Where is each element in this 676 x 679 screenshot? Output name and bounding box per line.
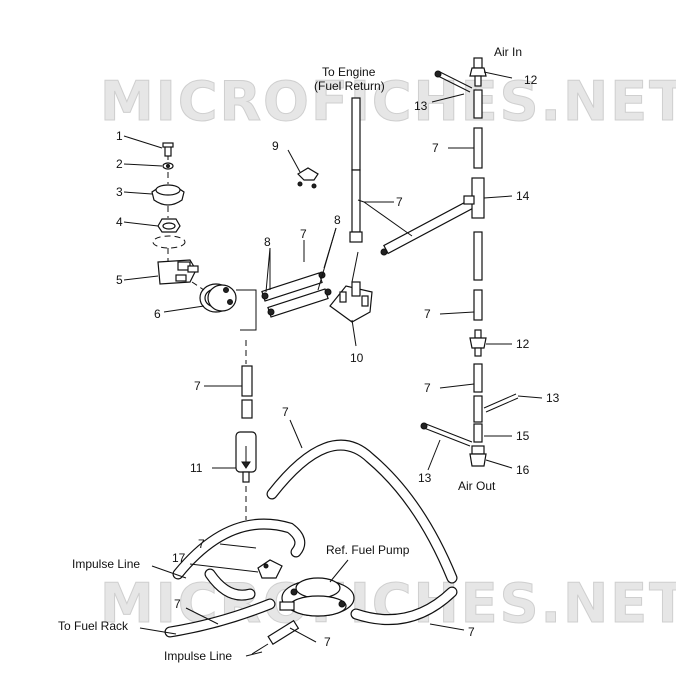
pulley-valve-part-6: [199, 283, 237, 313]
callout-13-top: 13: [414, 99, 428, 113]
label-impulse-line-upper: Impulse Line: [72, 557, 140, 571]
callout-2: 2: [116, 157, 123, 171]
callout-7-return: 7: [396, 195, 403, 209]
callout-8-right: 8: [334, 213, 341, 227]
callout-5: 5: [116, 273, 123, 287]
nut-part-4: [152, 218, 186, 249]
watermark-top: MICROFICHES.NET: [100, 70, 676, 133]
label-air-in: Air In: [494, 45, 522, 59]
callout-1: 1: [116, 129, 123, 143]
callout-8-left: 8: [264, 235, 271, 249]
callout-7-right-mid: 7: [424, 307, 431, 321]
callout-13-right: 13: [546, 391, 560, 405]
check-valve-part-17: [257, 559, 283, 579]
label-impulse-line-lower: Impulse Line: [164, 649, 232, 663]
fitting-part-15: [473, 423, 483, 443]
callout-3: 3: [116, 185, 123, 199]
hose-lower-right-a: [473, 363, 483, 393]
short-hose-pair: [261, 271, 332, 318]
callout-17: 17: [172, 551, 186, 565]
callout-7-center: 7: [194, 379, 201, 393]
callout-7-loop: 7: [198, 537, 205, 551]
callout-15: 15: [516, 429, 530, 443]
air-out-fitting-part-16: [469, 445, 487, 467]
cap-part-3: [151, 184, 185, 206]
callout-9: 9: [272, 139, 279, 153]
callout-12-top: 12: [524, 73, 538, 87]
valve-body-part-5: [157, 259, 199, 285]
label-to-engine: To Engine: [322, 65, 376, 79]
tie-strap-part-13-left: [420, 422, 473, 447]
callout-11: 11: [190, 461, 203, 475]
impulse-line-lower-hose: [251, 619, 300, 655]
callout-10: 10: [350, 351, 364, 365]
callout-7-fuel-rack: 7: [174, 597, 181, 611]
callout-6: 6: [154, 307, 161, 321]
callout-7-arch: 7: [282, 405, 289, 419]
fitting-block-part-10: [329, 281, 373, 323]
fuel-filter-part-11: [235, 431, 257, 483]
callout-13-left: 13: [418, 471, 432, 485]
callout-12-lower: 12: [516, 337, 530, 351]
callout-16: 16: [516, 463, 530, 477]
callout-4: 4: [116, 215, 123, 229]
air-in-fitting-part-12: [469, 57, 487, 87]
hose-mid-right: [473, 231, 483, 281]
hose-upper-right: [473, 127, 483, 169]
callout-14: 14: [516, 189, 530, 203]
label-ref-fuel-pump: Ref. Fuel Pump: [326, 543, 410, 557]
tie-strap-part-13-right: [483, 393, 519, 413]
label-fuel-return: (Fuel Return): [314, 79, 385, 93]
leader-lines: [123, 71, 543, 657]
hose-right-lower: [473, 289, 483, 321]
washer-part-2: [162, 162, 174, 170]
reference-fuel-pump: [279, 577, 355, 617]
tie-strap-part-13-top: [434, 70, 473, 93]
clip-part-9: [297, 167, 319, 189]
label-to-fuel-rack: To Fuel Rack: [58, 619, 129, 633]
screw-part-1: [162, 142, 174, 157]
hose-lower-right-b: [473, 395, 483, 423]
callout-7-right-top: 7: [432, 141, 439, 155]
return-hose-vertical: [349, 97, 363, 243]
callout-7-mid-hose: 7: [300, 227, 307, 241]
callout-7-right-lower: 7: [424, 381, 431, 395]
fitting-part-12-lower: [469, 329, 487, 357]
hose-air-in: [473, 89, 483, 119]
center-hose-upper: [241, 365, 253, 419]
label-air-out: Air Out: [458, 479, 496, 493]
callout-7-lower-right: 7: [468, 625, 475, 639]
callout-7-impulse-lower: 7: [324, 635, 331, 649]
